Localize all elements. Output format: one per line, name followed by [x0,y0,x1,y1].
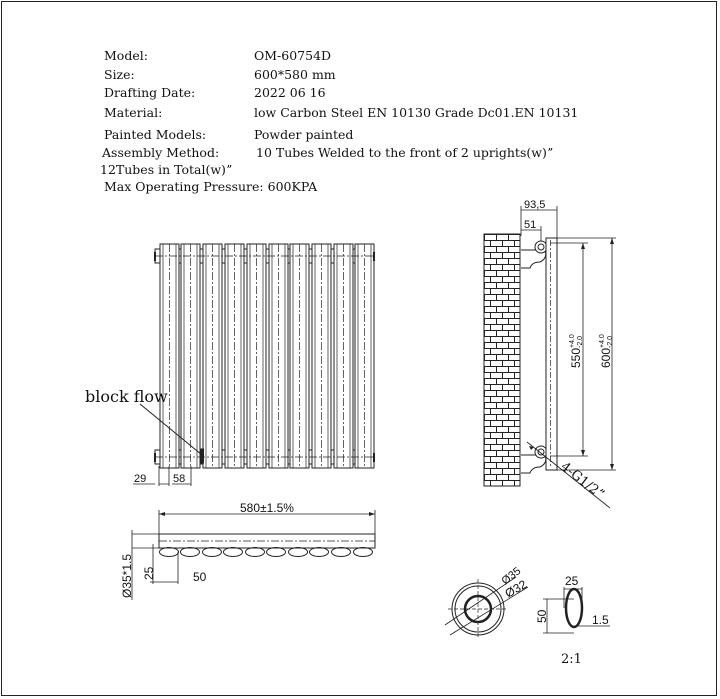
spec-tubes-total: 12Tubes in Total(w)ˮ [100,162,232,177]
dim-height-tol-lower: -2.0 [607,336,614,348]
dim-centers: 550 [569,348,583,368]
spec-label: Drafting Date: [104,85,196,100]
tube-group [159,243,375,469]
spec-value: 2022 06 16 [254,85,326,100]
dim-tube-pitch: 58 [173,473,185,485]
top-view [131,510,376,600]
spec-value: low Carbon Steel EN 10130 Grade Dc01.EN … [254,105,579,120]
spec-label: Material: [104,105,163,120]
tube-section [543,587,610,634]
dim-tube-height-detail: 50 [535,609,549,623]
dim-tube-depth: 25 [142,566,156,580]
dim-centers-tol-lower: -2.0 [577,336,584,348]
dim-height-tol-upper: +4.0 [599,334,606,348]
tube-sections [159,547,373,557]
spec-value: 600*580 mm [254,67,336,82]
wall-hatch [483,233,521,487]
dim-tube-width-detail: 25 [565,574,579,588]
spec-label: Size: [104,67,135,82]
dim-height: 600 [599,348,613,368]
dim-centers-tol-upper: +4.0 [569,334,576,348]
dim-left-offset: 29 [134,473,146,485]
dim-height-group: 600 +4.0 -2.0 [599,334,614,368]
dim-tube-width: 50 [193,570,207,584]
spec-label: Painted Models: [104,127,207,142]
dim-centers-group: 550 +4.0 -2.0 [569,334,584,368]
front-view [133,243,375,486]
spec-label: Assembly Method: [102,145,220,160]
spec-label: Model: [104,48,148,63]
spec-value: Powder painted [254,127,354,142]
dim-bracket: 51 [524,219,536,231]
spec-max-pressure: Max Operating Pressure: 600KPA [104,179,318,194]
upright-section [444,576,529,639]
dim-upright-group: Ø35*1.5 [120,554,134,598]
dim-tube-depth-group: 25 [142,566,156,580]
side-view [483,206,616,509]
block-flow-label: block flow [85,387,168,406]
spec-value: 10 Tubes Welded to the front of 2 uprigh… [256,145,553,160]
spec-value: OM-60754D [254,48,332,63]
dim-wall-thickness: 1.5 [592,613,609,627]
scale-label: 2:1 [561,652,582,667]
dim-depth: 93,5 [524,199,545,211]
connection-label: 4-G1/2ˮ [558,459,607,502]
dim-upright: Ø35*1.5 [120,554,134,598]
dim-width: 580±1.5% [240,501,294,515]
dim-tube-height-group: 50 [535,609,549,623]
